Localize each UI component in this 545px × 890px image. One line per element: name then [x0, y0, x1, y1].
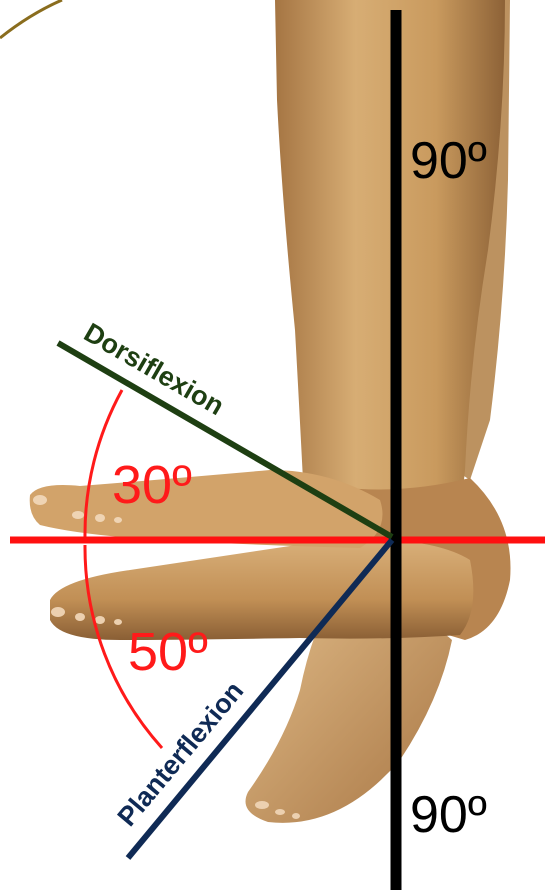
- plantarflexion-angle-label: 50º: [128, 622, 208, 682]
- dorsiflexion-angle-label: 30º: [112, 455, 192, 515]
- plantarflexion-label: Planterflexion: [112, 676, 250, 832]
- corner-arc: [0, 0, 62, 38]
- vertical-top-angle-label: 90º: [410, 132, 487, 190]
- dorsiflexed-foot: [30, 470, 383, 548]
- neutral-foot: [50, 539, 473, 640]
- vertical-bottom-angle-label: 90º: [410, 786, 487, 844]
